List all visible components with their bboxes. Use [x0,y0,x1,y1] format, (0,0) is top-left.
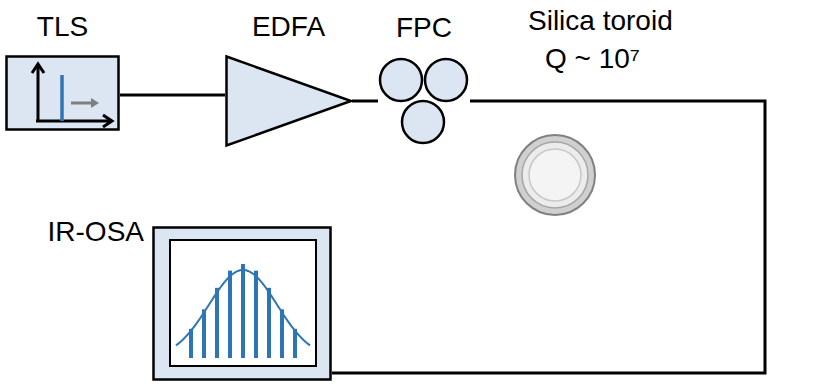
node-outline [5,55,120,131]
node-outline [225,55,352,147]
component-label: EDFA [252,11,325,43]
component-label: IR-OSA [48,216,144,248]
spectrum-screen [170,240,316,366]
component-label: FPC [396,12,452,44]
polarization-paddle [425,59,467,101]
tunable-laser-icon [32,64,112,127]
osa-node: IR-OSA [152,226,332,381]
fpc-node: FPC [378,56,470,146]
node-outline [513,133,597,217]
component-label: Q ~ 10⁷ [545,43,640,75]
toroid-resonator [515,135,595,215]
toroid-node: Silica toroidQ ~ 10⁷ [513,133,597,217]
tls-node: TLS [5,55,120,131]
analyzer-box [154,228,331,380]
optical-fiber [352,100,378,103]
optical-fiber [332,101,765,373]
optical-fiber [120,94,225,97]
polarization-paddle [380,59,422,101]
node-outline [152,226,332,381]
component-label: TLS [37,11,88,43]
edfa-node: EDFA [225,55,352,147]
amplifier-triangle [227,57,352,146]
node-outline [378,56,470,146]
polarization-paddle [402,101,444,143]
component-label: Silica toroid [528,5,673,37]
laser-box [7,57,119,130]
